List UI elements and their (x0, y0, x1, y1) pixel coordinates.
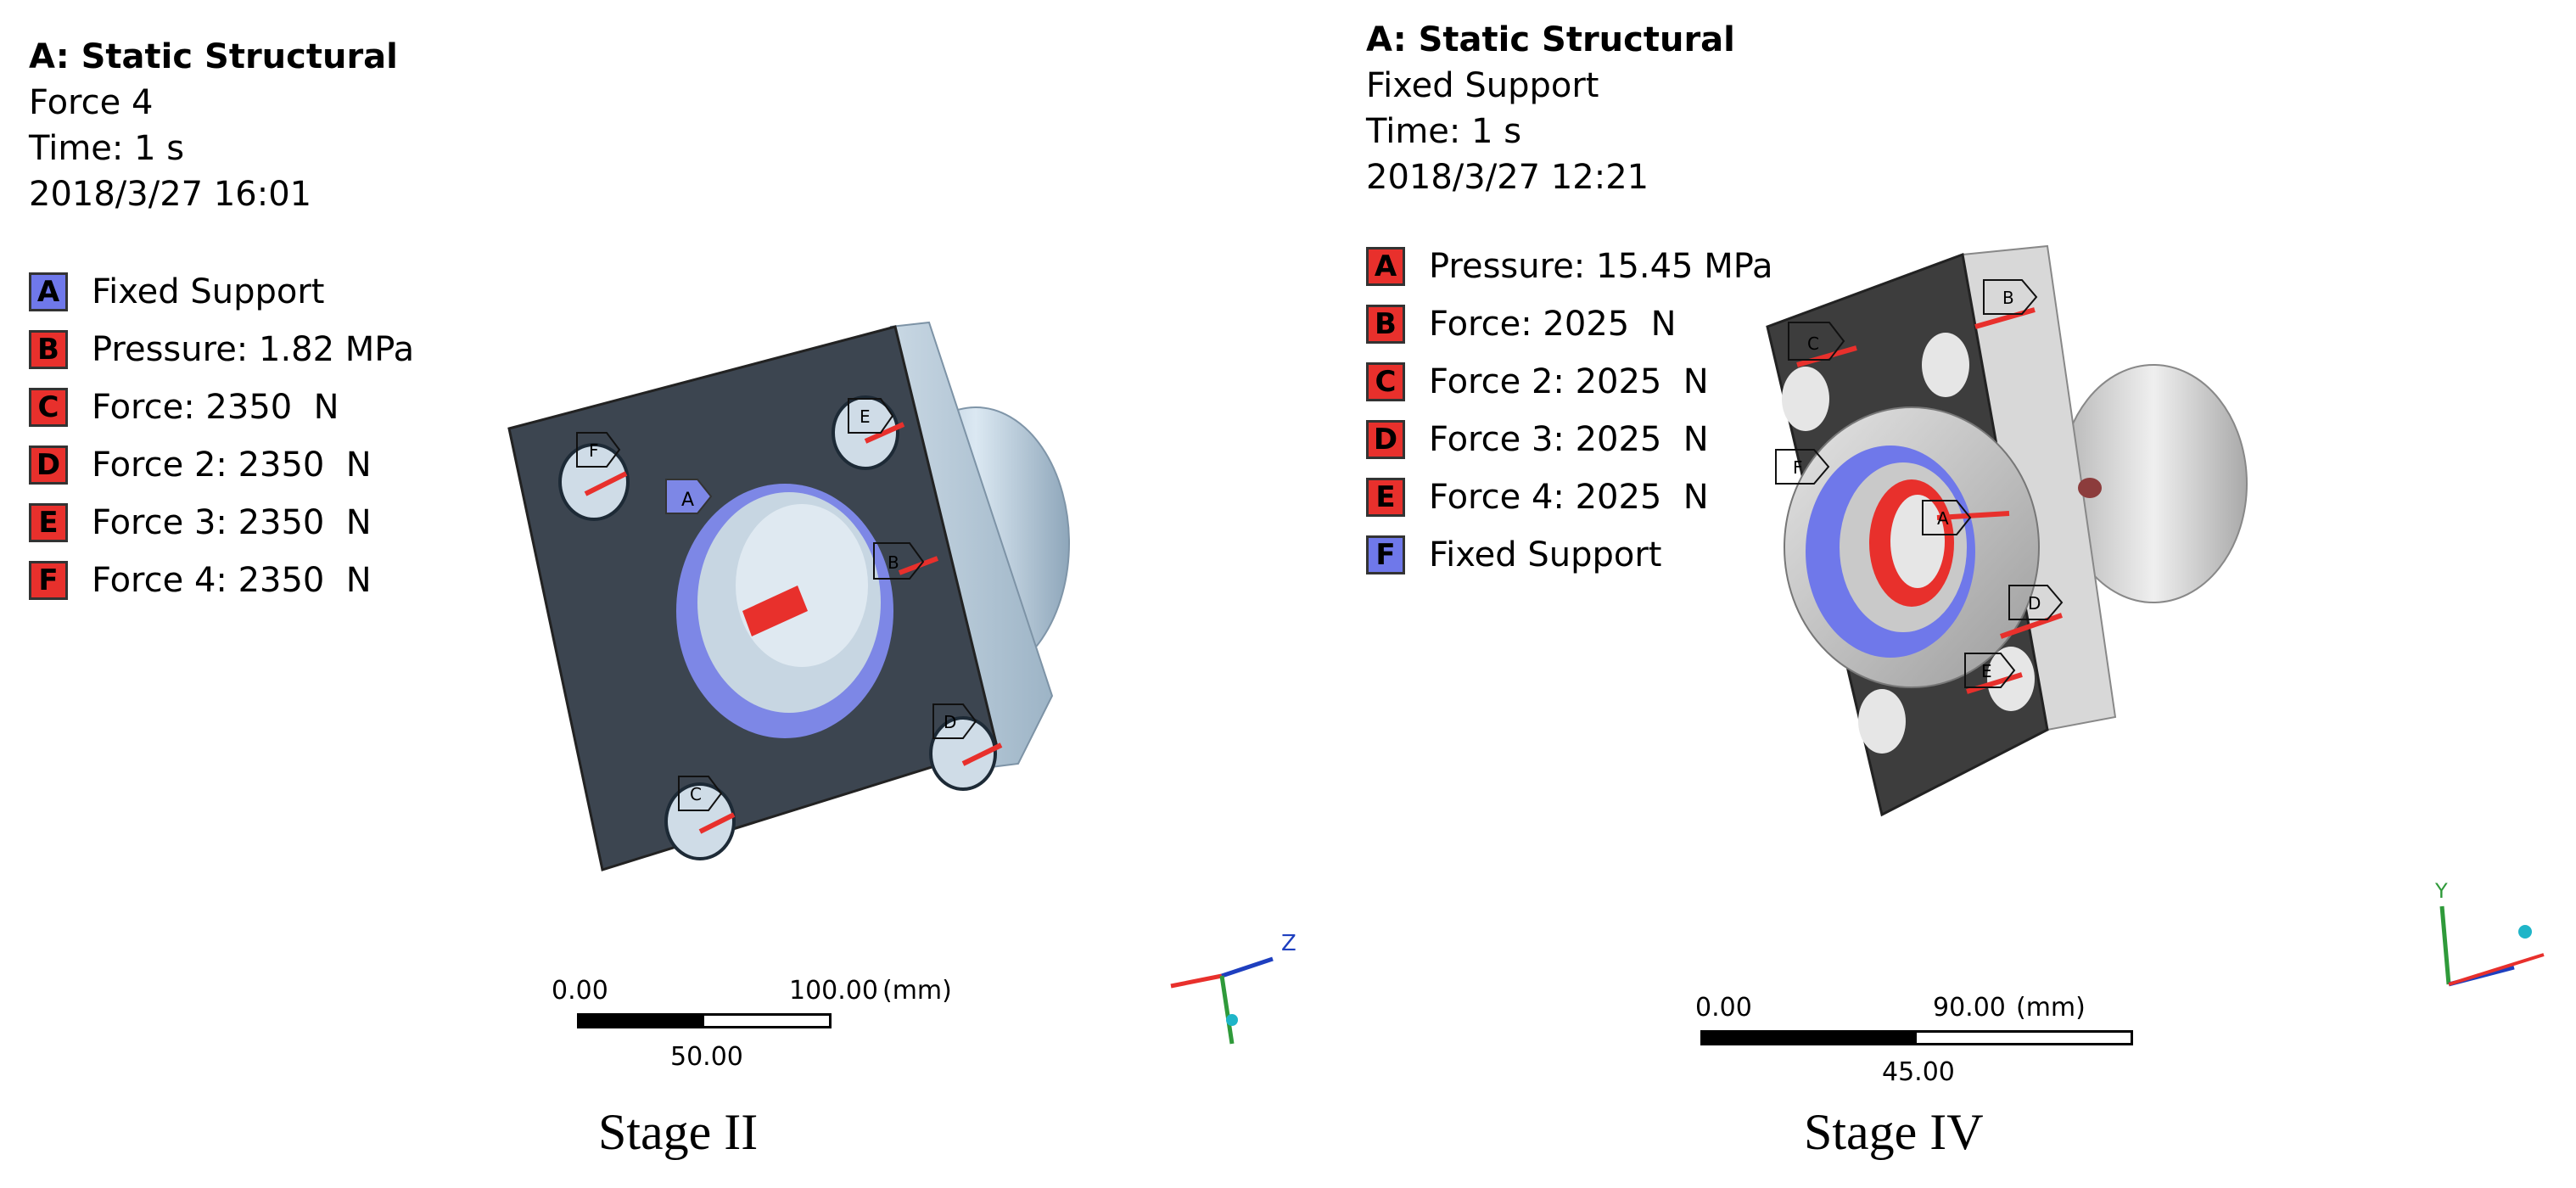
legend-item: B Pressure: 1.82 MPa (29, 321, 414, 378)
tag-a: A (681, 490, 694, 511)
tag-e: E (1981, 661, 1992, 681)
scale-start: 0.00 (1695, 993, 1752, 1023)
tag-a: A (1937, 508, 1949, 529)
legend-badge: F (29, 561, 68, 600)
legend-label: Pressure: 15.45 MPa (1429, 247, 1773, 286)
legend-item: A Fixed Support (29, 263, 414, 321)
legend-item: A Pressure: 15.45 MPa (1366, 238, 1773, 295)
legend-label: Force 2: 2350 N (92, 446, 372, 485)
scale-bar: 0.00 100.00 (mm) 50.00 (552, 976, 959, 1078)
legend-label: Force 4: 2350 N (92, 561, 372, 600)
legend-badge: E (1366, 478, 1405, 517)
legend-badge: B (1366, 305, 1405, 344)
axis-triad: Y (2434, 879, 2545, 987)
analysis-subtitle: Fixed Support (1366, 66, 1599, 105)
legend-badge: B (29, 330, 68, 369)
scale-start: 0.00 (552, 976, 608, 1006)
tag-f: F (589, 440, 599, 461)
legend-badge: A (1366, 247, 1405, 286)
analysis-title: A: Static Structural (1366, 20, 1735, 59)
boundary-legend: A Fixed Support B Pressure: 1.82 MPa C F… (29, 263, 414, 609)
stage-caption: Stage IV (1804, 1104, 1984, 1160)
tag-b: B (2002, 288, 2014, 308)
flange-model-view[interactable]: C B D E F A (1729, 229, 2281, 840)
scale-graphic (577, 1013, 832, 1028)
tag-e: E (860, 406, 871, 427)
analysis-date: 2018/3/27 12:21 (1366, 158, 1649, 197)
legend-label: Force 3: 2350 N (92, 503, 372, 542)
legend-badge: F (1366, 535, 1405, 574)
tag-b: B (888, 552, 899, 573)
legend-label: Force: 2025 N (1429, 305, 1677, 344)
analysis-subtitle: Force 4 (29, 83, 154, 122)
legend-item: C Force: 2350 N (29, 378, 414, 436)
axis-triad: Z (1170, 931, 1296, 1045)
analysis-header: A: Static Structural Fixed Support Time:… (1366, 17, 1735, 200)
analysis-date: 2018/3/27 16:01 (29, 175, 312, 214)
legend-label: Force: 2350 N (92, 388, 339, 427)
tag-f: F (1793, 457, 1803, 478)
legend-badge: E (29, 503, 68, 542)
scale-end: 90.00 (1933, 993, 2006, 1023)
legend-label: Fixed Support (92, 272, 325, 311)
legend-item: F Force 4: 2350 N (29, 552, 414, 609)
analysis-time: Time: 1 s (29, 129, 185, 168)
legend-label: Force 2: 2025 N (1429, 362, 1709, 401)
legend-badge: C (1366, 362, 1405, 401)
tag-c: C (690, 784, 702, 804)
scale-graphic (1700, 1030, 2133, 1045)
legend-badge: A (29, 272, 68, 311)
scale-unit: (mm) (2016, 993, 2086, 1023)
legend-badge: D (29, 446, 68, 485)
analysis-title: A: Static Structural (29, 37, 398, 76)
scale-unit: (mm) (882, 976, 952, 1006)
scale-end: 100.00 (789, 976, 878, 1006)
legend-item: E Force 4: 2025 N (1366, 468, 1773, 526)
stage-caption: Stage II (598, 1104, 759, 1160)
analysis-time: Time: 1 s (1366, 112, 1522, 151)
scale-mid: 50.00 (670, 1042, 743, 1072)
tag-c: C (1807, 333, 1819, 354)
legend-label: Pressure: 1.82 MPa (92, 330, 415, 369)
stage-ii-panel: A: Static Structural Force 4 Time: 1 s 2… (29, 34, 1296, 1160)
triad-label: Y (2434, 879, 2448, 903)
legend-item: B Force: 2025 N (1366, 295, 1773, 353)
tag-d: D (2028, 593, 2041, 614)
scale-bar: 0.00 90.00 (mm) 45.00 (1695, 993, 2136, 1087)
scale-mid: 45.00 (1882, 1057, 1955, 1087)
legend-item: E Force 3: 2350 N (29, 494, 414, 552)
analysis-header: A: Static Structural Force 4 Time: 1 s 2… (29, 34, 398, 217)
legend-badge: D (1366, 420, 1405, 459)
triad-label: Z (1281, 931, 1296, 956)
legend-label: Force 3: 2025 N (1429, 420, 1709, 459)
boundary-legend: A Pressure: 15.45 MPa B Force: 2025 N C … (1366, 238, 1773, 584)
legend-item: D Force 3: 2025 N (1366, 411, 1773, 468)
legend-item: C Force 2: 2025 N (1366, 353, 1773, 411)
legend-item: D Force 2: 2350 N (29, 436, 414, 494)
legend-badge: C (29, 388, 68, 427)
legend-label: Force 4: 2025 N (1429, 478, 1709, 517)
tag-d: D (944, 712, 956, 732)
legend-label: Fixed Support (1429, 535, 1662, 574)
flange-model-view[interactable]: A F E D C B (475, 305, 1086, 899)
stage-iv-panel: A: Static Structural Fixed Support Time:… (1288, 0, 2576, 1188)
legend-item: F Fixed Support (1366, 526, 1773, 584)
